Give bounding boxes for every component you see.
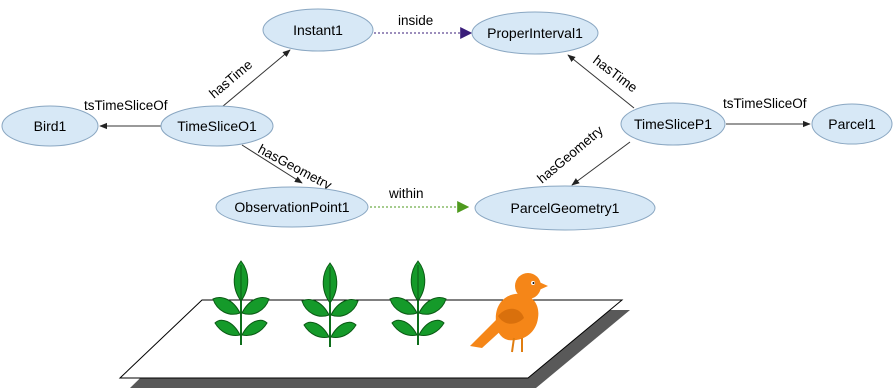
node-label-time-slice-o1: TimeSliceO1 bbox=[177, 118, 257, 134]
edge-label-p1-has-time: hasTime bbox=[590, 52, 640, 95]
parcel-illustration bbox=[118, 260, 630, 388]
edge-p1-has-geometry bbox=[571, 141, 631, 186]
node-label-bird1: Bird1 bbox=[34, 118, 67, 134]
edge-p1-has-time bbox=[567, 54, 635, 109]
node-observation-point1: ObservationPoint1 bbox=[215, 186, 369, 228]
node-instant1: Instant1 bbox=[262, 8, 374, 52]
node-time-slice-o1: TimeSliceO1 bbox=[160, 105, 274, 147]
node-parcel1: Parcel1 bbox=[811, 103, 893, 145]
plant-icon bbox=[389, 260, 447, 345]
node-label-time-slice-p1: TimeSliceP1 bbox=[634, 116, 712, 132]
edge-label-p1-has-geometry: hasGeometry bbox=[534, 123, 606, 187]
node-label-instant1: Instant1 bbox=[293, 22, 343, 38]
edge-label-obs-within: within bbox=[388, 186, 424, 201]
edge-label-p1-ts-slice-of: tsTimeSliceOf bbox=[723, 96, 807, 111]
node-label-parcel-geometry1: ParcelGeometry1 bbox=[511, 200, 620, 216]
node-time-slice-p1: TimeSliceP1 bbox=[620, 102, 726, 146]
nodes: Instant1 ProperInterval1 Bird1 TimeSlice… bbox=[1, 8, 893, 231]
bird-icon bbox=[470, 273, 548, 353]
edge-o1-has-geometry bbox=[241, 144, 303, 184]
edges bbox=[99, 27, 811, 213]
node-parcel-geometry1: ParcelGeometry1 bbox=[474, 185, 656, 231]
plant-icon bbox=[212, 260, 270, 345]
edge-label-o1-has-geometry: hasGeometry bbox=[256, 141, 335, 192]
plant-icon bbox=[301, 262, 359, 347]
node-label-proper-interval1: ProperInterval1 bbox=[487, 25, 583, 41]
node-bird1: Bird1 bbox=[1, 105, 99, 147]
node-proper-interval1: ProperInterval1 bbox=[471, 11, 599, 55]
edge-label-o1-ts-slice-of: tsTimeSliceOf bbox=[84, 98, 168, 113]
edge-label-o1-has-time: hasTime bbox=[206, 57, 255, 101]
node-label-observation-point1: ObservationPoint1 bbox=[234, 199, 349, 215]
edge-label-instant-inside: inside bbox=[398, 13, 433, 28]
node-label-parcel1: Parcel1 bbox=[828, 116, 876, 132]
